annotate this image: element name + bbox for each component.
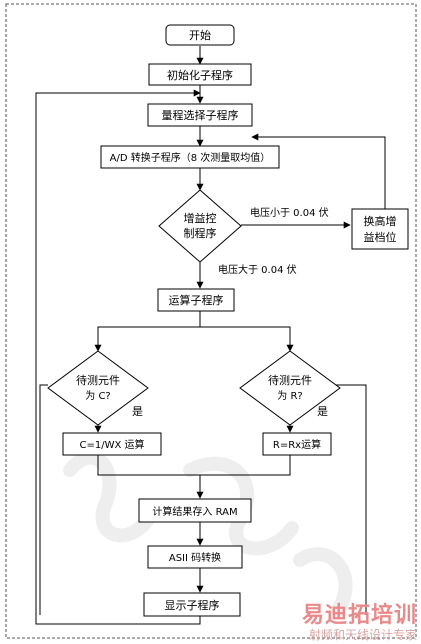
cap-label-line1: 待测元件 (76, 373, 120, 387)
watermark-subtitle: 射频和天线设计专家 (308, 628, 417, 642)
node-ascii: ASII 码转换 (147, 545, 243, 569)
yes-right-label: 是 (317, 405, 328, 418)
node-start: 开始 (165, 24, 235, 46)
yes-left-label: 是 (132, 405, 143, 418)
node-compute: 运算子程序 (157, 288, 235, 312)
node-res-decision: 待测元件 为 R? (239, 350, 341, 426)
outer-frame (5, 3, 417, 639)
gain-label-line2: 制程序 (184, 226, 217, 240)
switch-label-line2: 益档位 (364, 230, 397, 244)
watermark: 易迪拓培训 射频和天线设计专家 (257, 603, 417, 643)
node-range: 量程选择子程序 (147, 103, 253, 127)
store-label: 计算结果存入 RAM (152, 505, 237, 518)
node-display: 显示子程序 (143, 592, 241, 617)
watermark-title: 易迪拓培训 (301, 603, 417, 628)
cap-label-line2: 为 C? (85, 390, 110, 402)
gain-label-line1: 增益控 (184, 211, 217, 225)
node-store: 计算结果存入 RAM (138, 498, 252, 523)
ascii-label: ASII 码转换 (169, 551, 221, 564)
switch-label-line1: 换高增 (364, 214, 397, 228)
background-calligraphy (63, 450, 353, 617)
init-label: 初始化子程序 (167, 68, 233, 82)
connectors (35, 46, 386, 625)
start-label: 开始 (189, 28, 211, 42)
node-calc-c: C=1/WX 运算 (62, 432, 162, 456)
adc-label: A/D 转换子程序（8 次测量取均值） (110, 151, 271, 164)
node-init: 初始化子程序 (148, 63, 252, 86)
res-label-line1: 待测元件 (268, 373, 312, 387)
compute-label: 运算子程序 (169, 293, 224, 307)
range-label: 量程选择子程序 (162, 108, 239, 122)
node-cap-decision: 待测元件 为 C? (47, 350, 149, 426)
node-calc-r: R=Rx运算 (262, 432, 332, 456)
low-voltage-label: 电压小于 0.04 伏 (250, 206, 329, 219)
res-label-line2: 为 R? (277, 390, 302, 402)
high-voltage-label: 电压大于 0.04 伏 (218, 263, 297, 276)
node-adc: A/D 转换子程序（8 次测量取均值） (100, 145, 280, 169)
display-label: 显示子程序 (165, 598, 220, 612)
node-switch-gain: 换高增 益档位 (351, 208, 409, 250)
calc-r-label: R=Rx运算 (273, 438, 321, 451)
calc-c-label: C=1/WX 运算 (79, 438, 144, 451)
node-gain-decision: 增益控 制程序 (158, 189, 242, 263)
